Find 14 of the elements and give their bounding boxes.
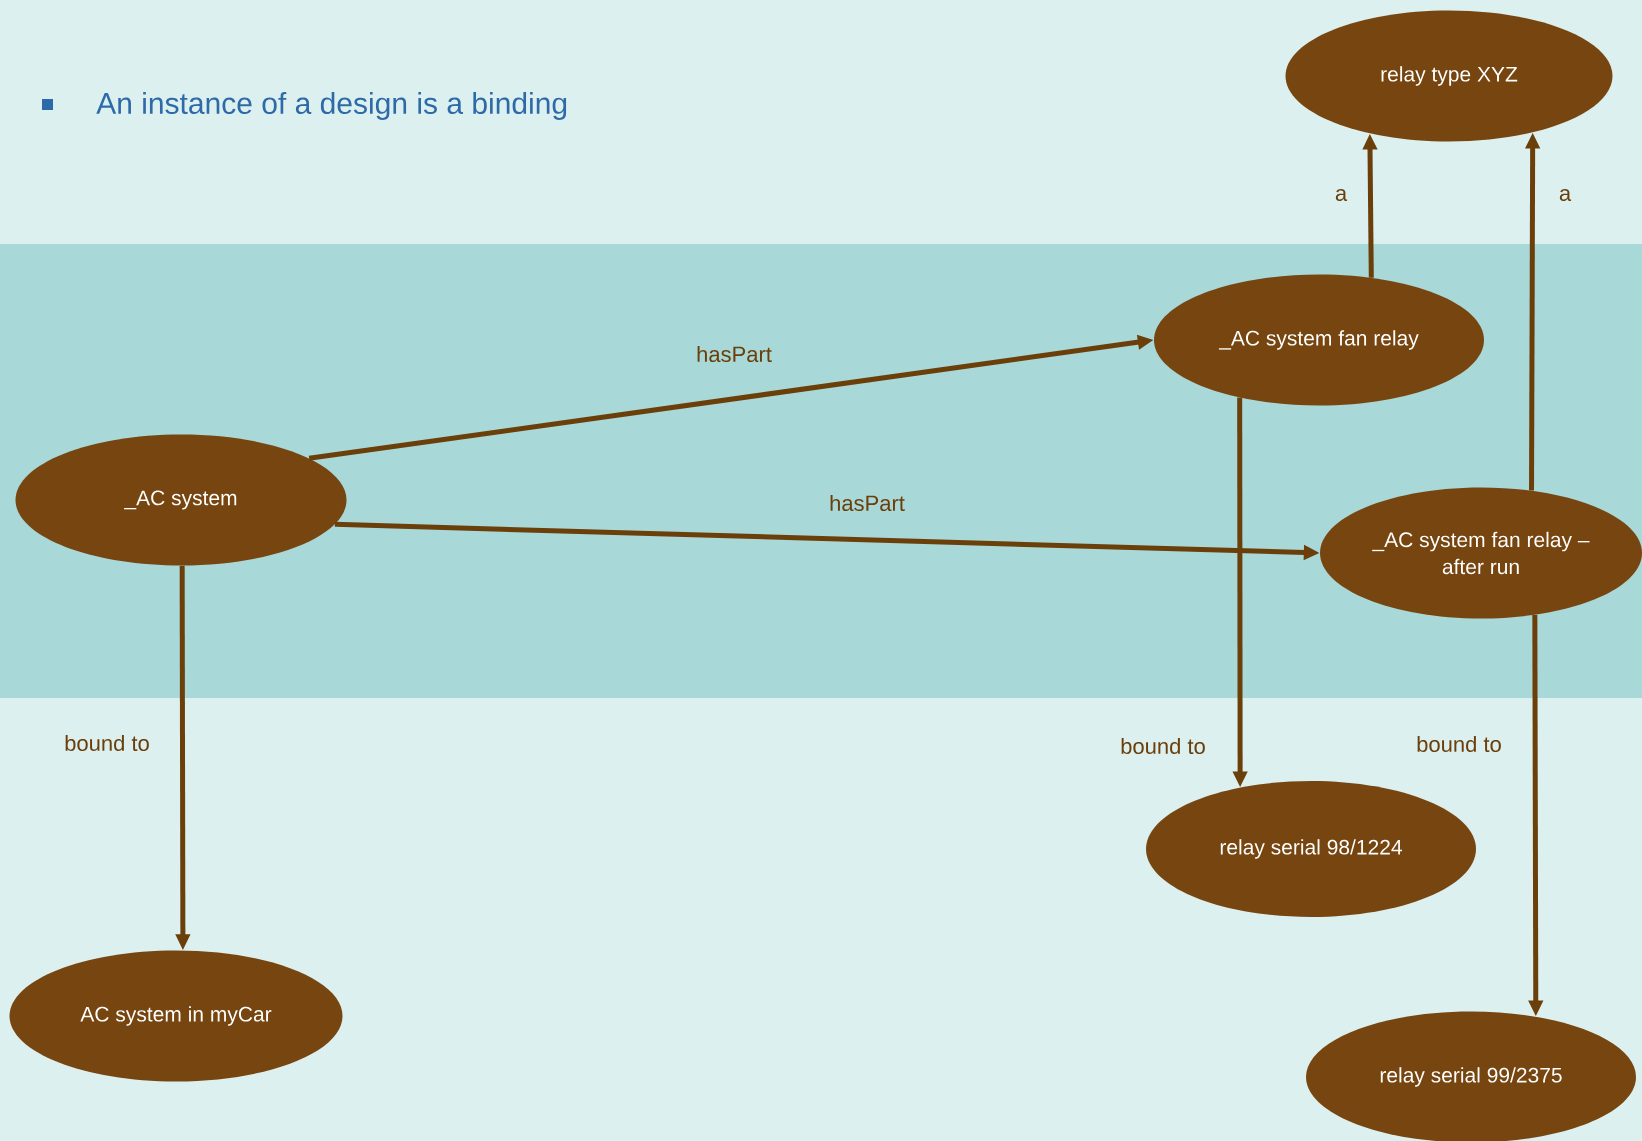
title: An instance of a design is a binding (96, 92, 567, 120)
edge-label: bound to (65, 734, 149, 752)
edge-label: bound to (1121, 737, 1205, 755)
edge-label: a (1559, 188, 1572, 201)
ellipse-node: _AC system fan relay (1154, 274, 1484, 406)
ellipse-node: relay serial 98/1224 (1146, 781, 1476, 917)
edge-label: a (1335, 188, 1348, 201)
edge-label: bound to (1417, 735, 1501, 753)
edge-label: hasPart (830, 494, 905, 512)
edge-label: hasPart (697, 345, 772, 363)
ellipse-node: AC system in myCar (9, 950, 343, 1082)
ellipse-node: relay type XYZ (1285, 10, 1613, 142)
ellipse-node: _AC system (15, 434, 347, 566)
ellipse-node: _AC system fan relay – after run (1320, 487, 1642, 619)
